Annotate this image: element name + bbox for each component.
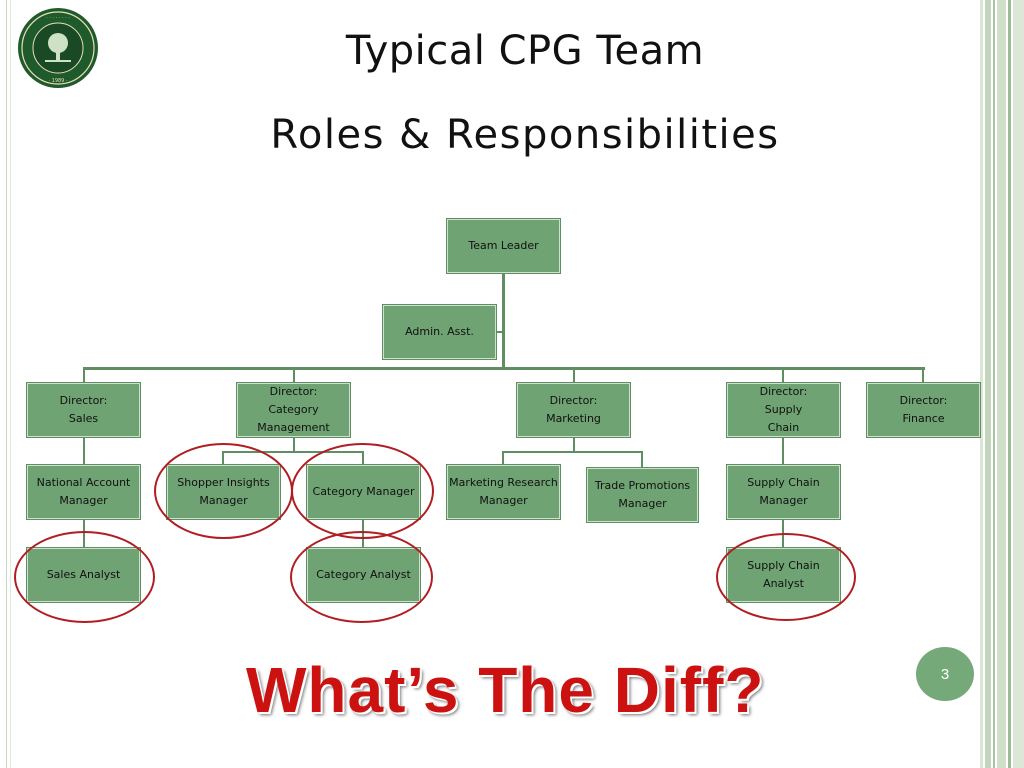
connector-line — [573, 367, 575, 384]
highlight-circle-category-manager — [291, 443, 434, 539]
slide-title: Typical CPG Team — [345, 28, 705, 74]
director-marketing-box: Director: Marketing — [517, 383, 630, 437]
admin-assistant-box: Admin. Asst. — [383, 305, 496, 359]
page-number-badge: 3 — [916, 647, 974, 701]
svg-text:· 1989 ·: · 1989 · — [48, 78, 67, 84]
connector-line — [502, 273, 505, 368]
director-supply-chain-box: Director: Supply Chain — [727, 383, 840, 437]
highlight-circle-shopper-insights — [154, 443, 293, 539]
svg-text:· · · · · · · ·: · · · · · · · · — [46, 15, 70, 21]
slide-subtitle: Roles & Responsibilities — [270, 112, 780, 158]
connector-line — [922, 367, 924, 384]
connector-line — [83, 437, 85, 466]
team-leader-box: Team Leader — [447, 219, 560, 273]
connector-line — [502, 451, 643, 453]
connector-line — [222, 451, 364, 453]
highlight-circle-supply-chain-analyst — [716, 533, 856, 621]
trade-promotions-manager-box: Trade Promotions Manager — [587, 468, 698, 522]
marketing-research-manager-box: Marketing Research Manager — [447, 465, 560, 519]
supply-chain-manager-box: Supply Chain Manager — [727, 465, 840, 519]
slide-frame-line — [10, 0, 11, 768]
director-category-management-box: Director: Category Management — [237, 383, 350, 437]
connector-line — [293, 367, 295, 384]
connector-line — [495, 331, 503, 333]
director-sales-box: Director: Sales — [27, 383, 140, 437]
connector-line — [293, 437, 295, 452]
connector-line — [83, 367, 85, 384]
connector-line — [573, 437, 575, 452]
connector-line — [83, 367, 925, 370]
slide-frame-line — [6, 0, 7, 768]
whats-the-diff-tagline: What’s The Diff? — [246, 654, 765, 726]
director-finance-box: Director: Finance — [867, 383, 980, 437]
college-seal-icon: · · · · · · · · · 1989 · — [18, 8, 98, 88]
connector-line — [782, 437, 784, 466]
connector-line — [641, 451, 643, 468]
national-account-manager-box: National Account Manager — [27, 465, 140, 519]
connector-line — [782, 367, 784, 384]
highlight-circle-category-analyst — [290, 531, 433, 623]
highlight-circle-sales-analyst — [14, 531, 155, 623]
connector-line — [502, 451, 504, 466]
right-decorative-stripes — [980, 0, 1024, 768]
